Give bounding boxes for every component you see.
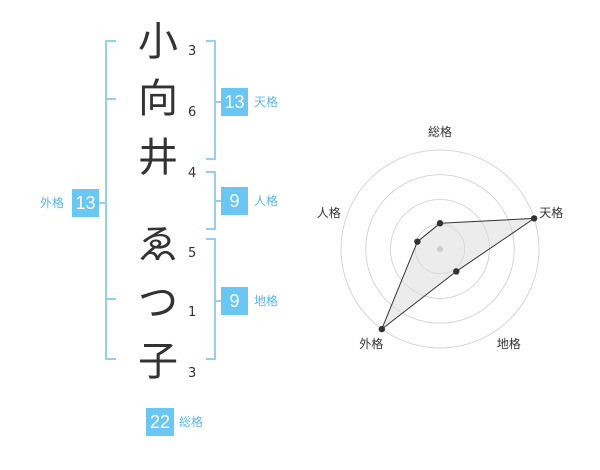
radar-point-1 xyxy=(530,215,538,222)
soukaku-label: 総格 xyxy=(179,415,204,429)
radar-points xyxy=(378,215,538,333)
chikaku-value-badge: 9 xyxy=(221,287,248,315)
radar-point-0 xyxy=(436,220,444,227)
name-char-5: つ xyxy=(138,280,178,326)
tenkaku-value-badge: 13 xyxy=(221,88,248,116)
radar-point-3 xyxy=(378,325,386,333)
name-char-1: 小 xyxy=(138,19,178,65)
gaikaku-label: 外格 xyxy=(40,196,65,210)
radar-axis-label-jinkaku: 人格 xyxy=(316,205,341,220)
stroke-count-3: 4 xyxy=(188,166,197,181)
name-char-4: ゑ xyxy=(138,222,178,268)
radar-axis-label-tenkaku: 天格 xyxy=(539,205,564,220)
radar-value-polygon xyxy=(380,217,536,331)
radar-axis-label-gaikaku: 外格 xyxy=(359,336,384,351)
radar-point-2 xyxy=(453,268,460,275)
stroke-count-4: 5 xyxy=(188,246,197,261)
soukaku-value-badge: 22 xyxy=(146,408,174,436)
stroke-count-2: 6 xyxy=(188,105,197,120)
radar-ring-4 xyxy=(340,149,540,349)
tenkaku-label: 天格 xyxy=(254,95,279,109)
stroke-count-6: 3 xyxy=(188,366,197,381)
stroke-count-1: 3 xyxy=(188,44,197,59)
chikaku-label: 地格 xyxy=(254,294,279,308)
radar-point-4 xyxy=(414,238,421,245)
stroke-count-5: 1 xyxy=(188,305,197,320)
name-char-6: 子 xyxy=(138,339,178,385)
radar-axis-label-chikaku: 地格 xyxy=(496,336,521,351)
name-char-3: 井 xyxy=(138,135,178,181)
jinkaku-label: 人格 xyxy=(254,194,279,208)
gaikaku-value-badge: 13 xyxy=(72,189,99,217)
name-char-2: 向 xyxy=(138,76,178,122)
radar-axis-label-soukaku: 総格 xyxy=(428,125,453,139)
radar-ring-3 xyxy=(365,174,515,324)
radar-center-dot xyxy=(437,246,443,252)
jinkaku-value-badge: 9 xyxy=(221,187,248,215)
